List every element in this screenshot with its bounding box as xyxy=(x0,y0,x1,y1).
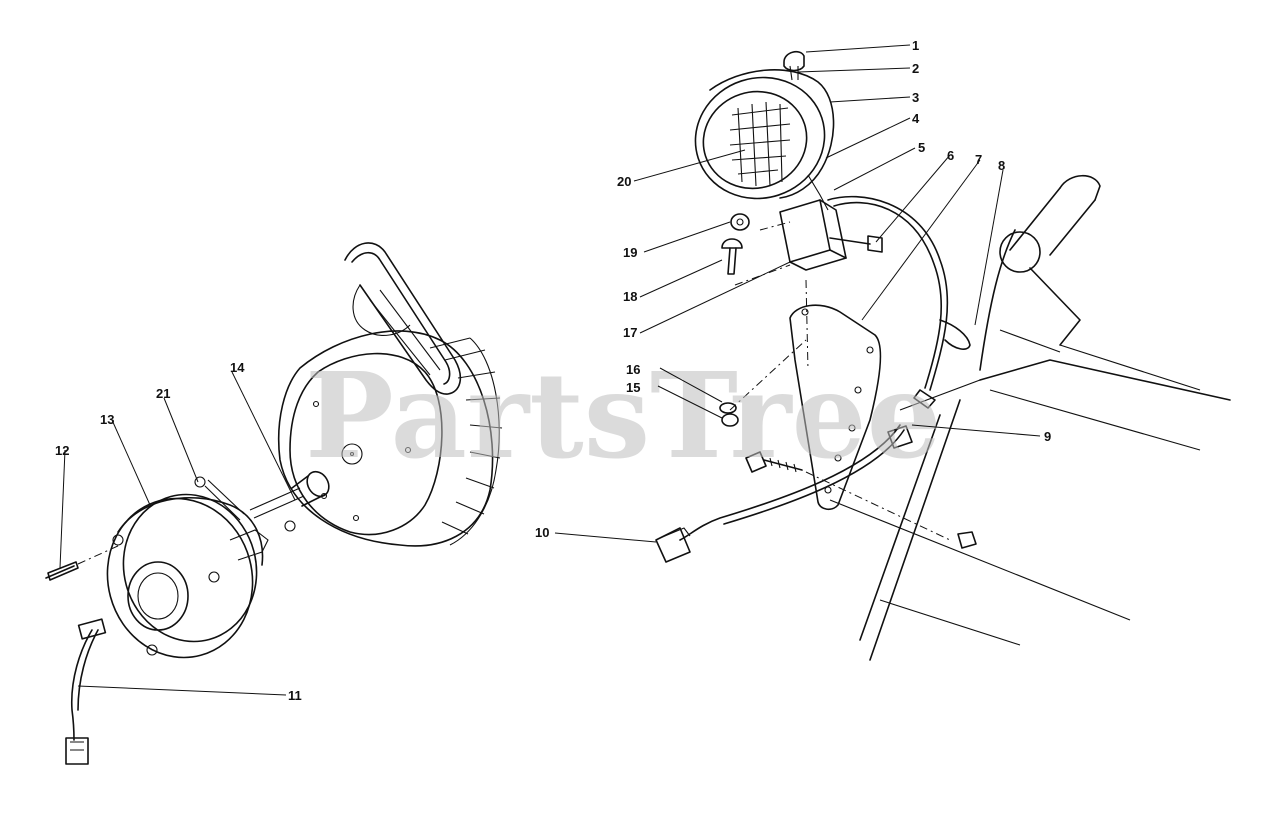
spacer-part xyxy=(249,470,330,519)
callout-4: 4 xyxy=(912,111,920,126)
tractor-frame xyxy=(829,174,1231,661)
callout-12: 12 xyxy=(55,443,69,458)
screw-part xyxy=(45,544,121,581)
callout-8: 8 xyxy=(998,158,1005,173)
wire-harness-left xyxy=(65,618,107,765)
callout-11: 11 xyxy=(288,688,302,703)
wire-harness-right xyxy=(655,195,971,563)
callout-19: 19 xyxy=(623,245,637,260)
callout-9: 9 xyxy=(1044,429,1051,444)
rear-light-housing xyxy=(106,476,296,659)
callout-13: 13 xyxy=(100,412,114,427)
callout-labels: 1 2 3 4 5 6 7 8 9 10 11 12 13 14 15 16 1… xyxy=(55,38,1051,703)
callout-5: 5 xyxy=(918,140,925,155)
callout-21: 21 xyxy=(156,386,170,401)
callout-17: 17 xyxy=(623,325,637,340)
callout-18: 18 xyxy=(623,289,637,304)
callout-2: 2 xyxy=(912,61,919,76)
callout-1: 1 xyxy=(912,38,919,53)
watermark: PartsTree xyxy=(305,346,942,485)
callout-20: 20 xyxy=(617,174,631,189)
grip-handle xyxy=(344,242,462,395)
callout-16: 16 xyxy=(626,362,640,377)
bolt-part xyxy=(745,451,977,549)
callout-15: 15 xyxy=(626,380,640,395)
callout-10: 10 xyxy=(535,525,549,540)
work-light xyxy=(694,50,835,200)
washer-nut-set xyxy=(719,402,739,427)
callout-6: 6 xyxy=(947,148,954,163)
callout-7: 7 xyxy=(975,152,982,167)
leader-lines xyxy=(59,44,1041,696)
callout-14: 14 xyxy=(230,360,245,375)
light-bracket xyxy=(721,174,883,286)
callout-3: 3 xyxy=(912,90,919,105)
